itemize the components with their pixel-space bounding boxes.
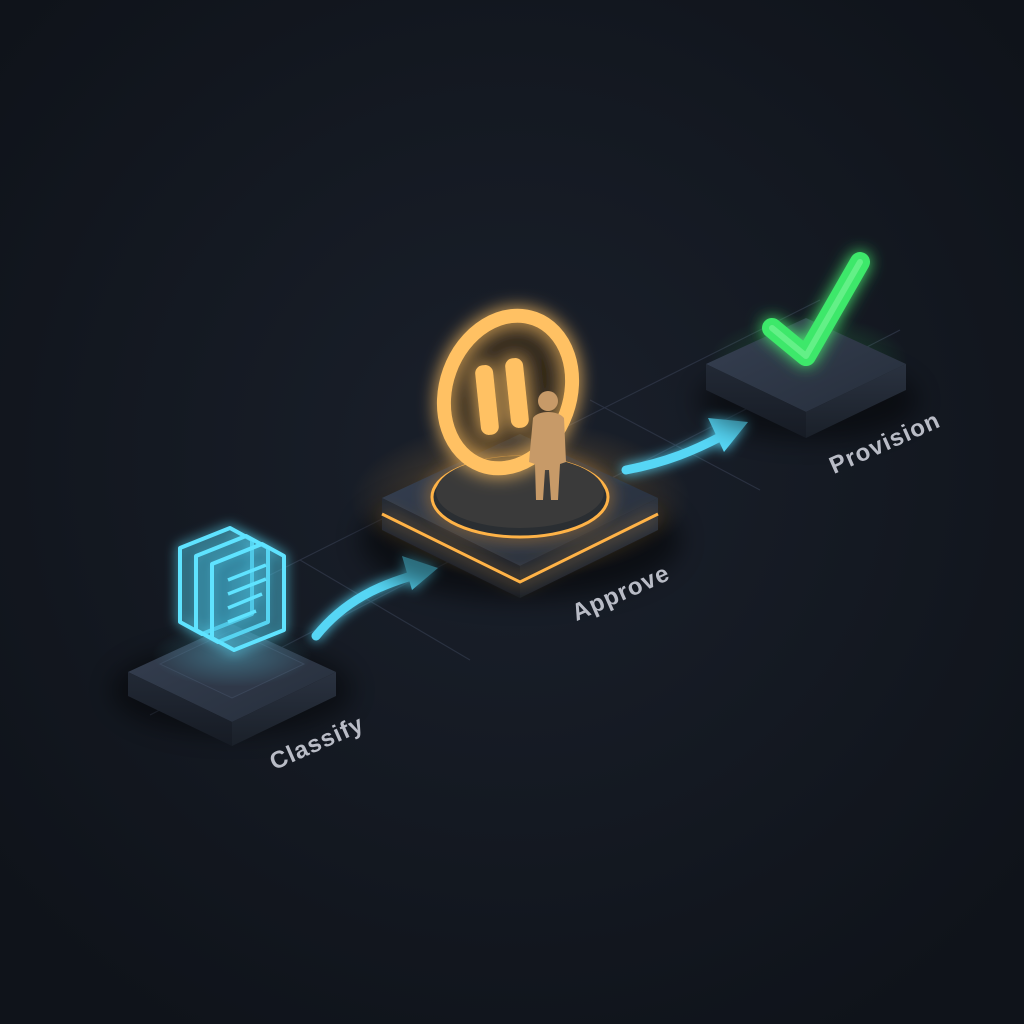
step-provision: Provision xyxy=(698,252,945,480)
step-classify: Classify xyxy=(112,526,368,776)
checkmark-icon xyxy=(762,252,870,366)
document-stack-icon xyxy=(178,526,286,652)
person-icon xyxy=(529,391,566,500)
step-approve: Approve xyxy=(350,308,690,627)
